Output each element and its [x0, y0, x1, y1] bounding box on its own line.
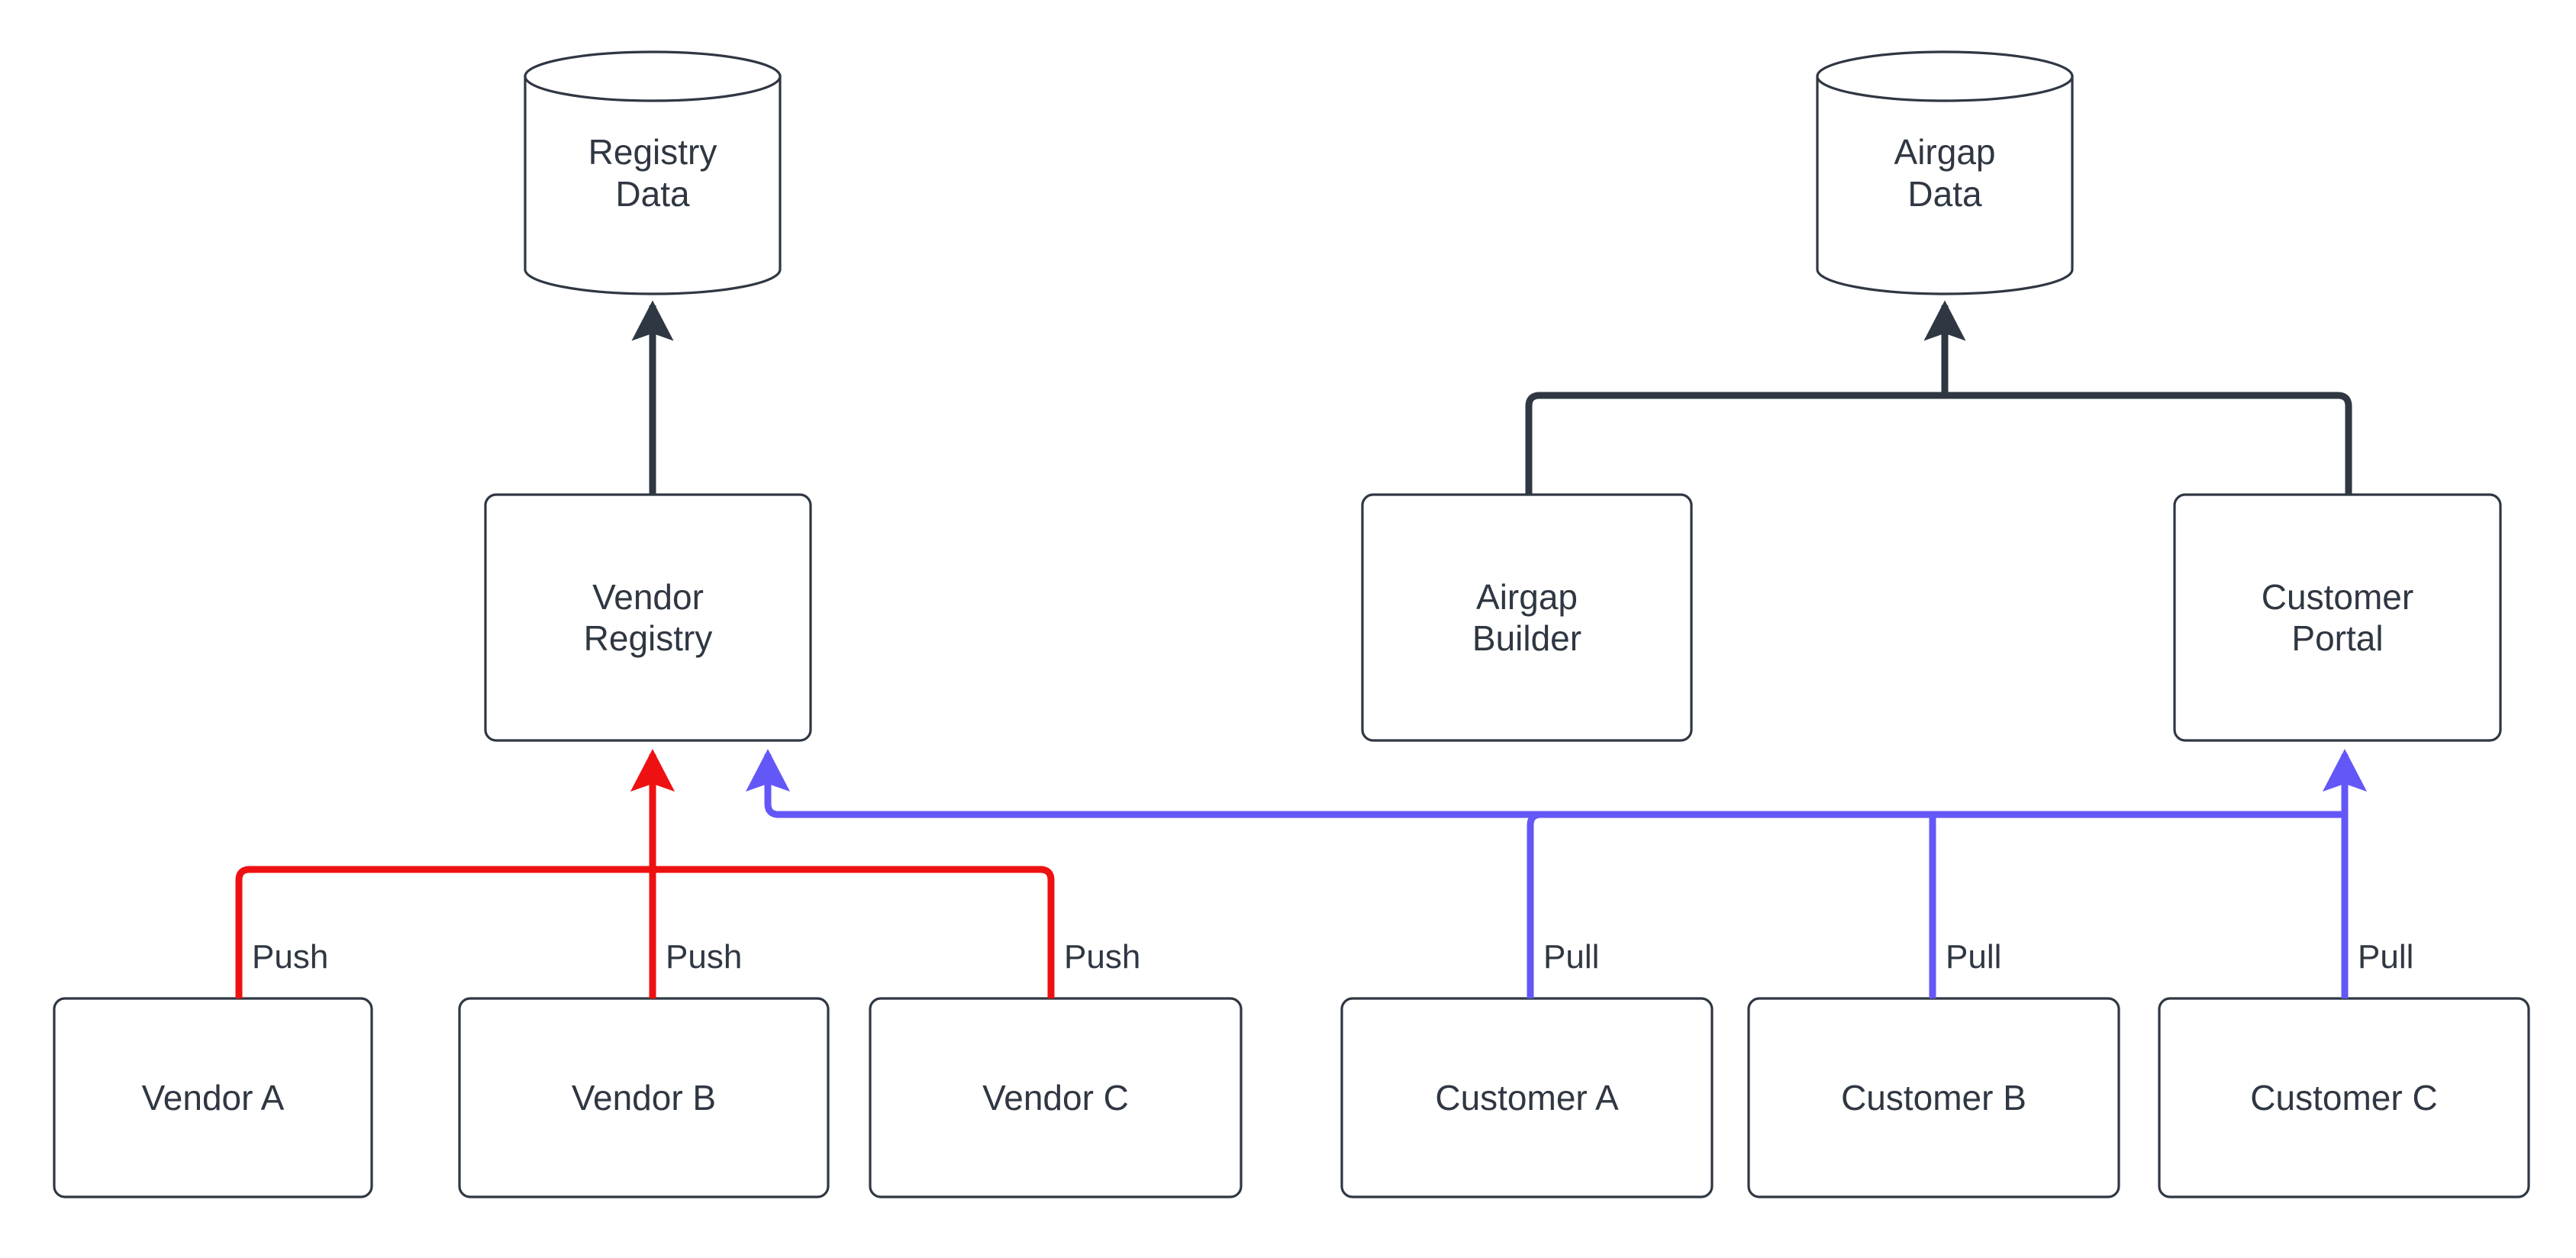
- service-box-airgap-builder[interactable]: [1361, 493, 1693, 742]
- edge-label-push-vendor-c: Push: [1064, 938, 1141, 976]
- actor-box-vendor-b[interactable]: [458, 997, 830, 1198]
- edge-push-vendor-a: [235, 866, 653, 998]
- service-box-customer-portal[interactable]: [2173, 493, 2502, 742]
- cylinder-top: [1816, 50, 2074, 102]
- cylinder-body: [1816, 75, 2074, 295]
- service-box-vendor-registry[interactable]: [484, 493, 812, 742]
- edge-airgap-builder-to-airgap-data: [1525, 392, 1945, 495]
- edge-customer-portal-to-airgap-data: [1945, 392, 2352, 495]
- actor-box-customer-b[interactable]: [1747, 997, 2120, 1198]
- edge-push-vendor-c: [653, 866, 1055, 998]
- edge-pull-customer-a: [1527, 811, 2345, 998]
- edge-label-push-vendor-b: Push: [666, 938, 743, 976]
- edge-pull-bus-to-vendor-registry: [745, 749, 2345, 818]
- cylinder-top: [524, 50, 782, 102]
- edge-label-pull-customer-a: Pull: [1543, 938, 1600, 976]
- edge-label-pull-customer-b: Pull: [1946, 938, 2002, 976]
- actor-box-customer-a[interactable]: [1340, 997, 1714, 1198]
- actor-box-customer-c[interactable]: [2158, 997, 2530, 1198]
- actor-box-vendor-a[interactable]: [53, 997, 373, 1198]
- edge-label-pull-customer-c: Pull: [2358, 938, 2414, 976]
- actor-box-vendor-c[interactable]: [869, 997, 1243, 1198]
- datastore-airgap-data[interactable]: [1816, 50, 2074, 295]
- edge-label-push-vendor-a: Push: [252, 938, 329, 976]
- datastore-registry-data[interactable]: [524, 50, 782, 295]
- cylinder-body: [524, 75, 782, 295]
